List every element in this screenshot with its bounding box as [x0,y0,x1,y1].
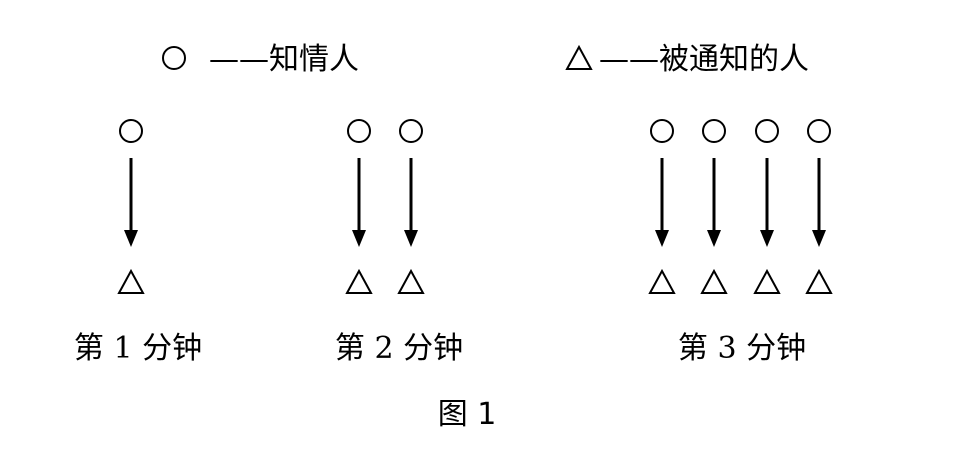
minute-groups [117,119,833,294]
arrow-head-icon [404,230,418,247]
informed-circle-icon [807,119,831,143]
notified-triangle-icon [397,268,425,294]
legend-notified-text: ——被通知的人 [599,42,809,77]
notified-triangle-icon [345,268,373,294]
legend-notified-triangle-icon [565,44,593,70]
minute-label-2: 第 2 分钟 [335,331,463,366]
informed-circle-icon [119,119,143,143]
arrow-head-icon [124,230,138,247]
legend-informed-text: ——知情人 [209,42,359,77]
arrow-head-icon [707,230,721,247]
notified-triangle-icon [648,268,676,294]
arrow-head-icon [760,230,774,247]
minute-label-1: 第 1 分钟 [74,331,202,366]
arrow-head-icon [352,230,366,247]
informed-circle-icon [755,119,779,143]
legend-informed-circle-icon [162,46,186,70]
minute-label-3: 第 3 分钟 [678,331,806,366]
notified-triangle-icon [753,268,781,294]
figure-caption: 图 1 [438,397,497,432]
notified-triangle-icon [805,268,833,294]
informed-circle-icon [399,119,423,143]
notified-triangle-icon [700,268,728,294]
informed-circle-icon [702,119,726,143]
notified-triangle-icon [117,268,145,294]
informed-circle-icon [650,119,674,143]
informed-circle-icon [347,119,371,143]
arrow-head-icon [812,230,826,247]
legend: ——知情人 ——被通知的人 [162,42,809,77]
arrow-head-icon [655,230,669,247]
